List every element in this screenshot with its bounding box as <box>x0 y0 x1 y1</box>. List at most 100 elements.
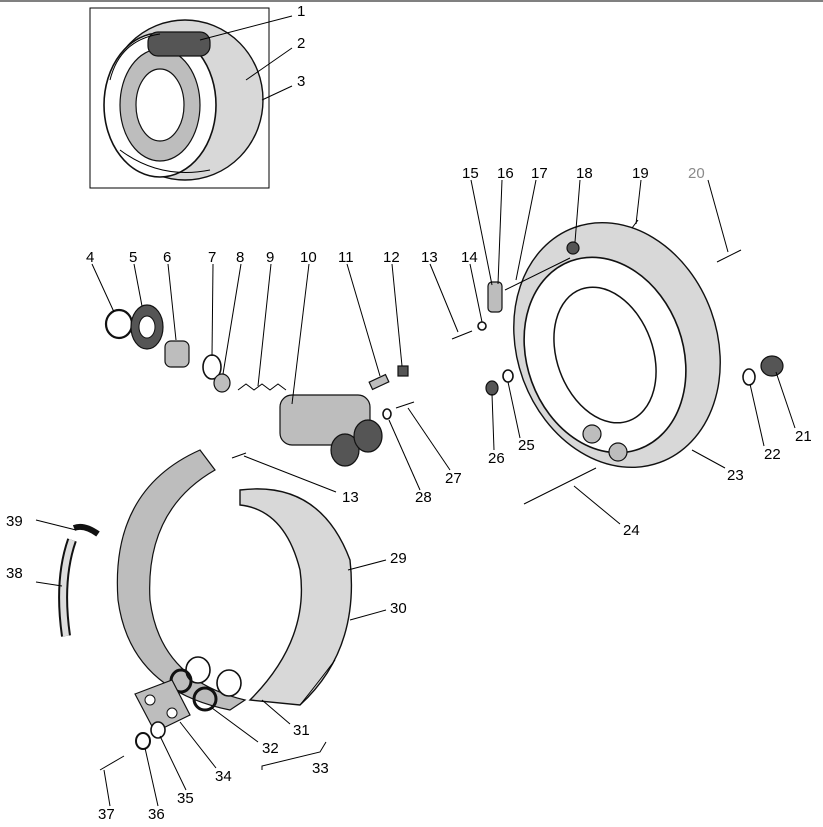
part-11-bleeder <box>368 373 390 391</box>
inset-shoe-edge-lower <box>119 149 211 173</box>
callout-3: 3 <box>297 73 305 90</box>
leader-1 <box>199 15 293 41</box>
leader-19 <box>635 179 642 225</box>
wheel-cylinder-parts <box>104 304 415 467</box>
bracket-33 <box>261 741 327 770</box>
backing-plate-assembly <box>451 219 784 505</box>
callout-14: 14 <box>461 249 478 266</box>
leader-24 <box>573 485 621 525</box>
callout-23: 23 <box>727 467 744 484</box>
callout-34: 34 <box>215 768 232 785</box>
leader-25 <box>507 381 521 439</box>
part-36-spring-washer <box>135 732 151 750</box>
callout-25: 25 <box>518 437 535 454</box>
part-29-lining <box>239 488 353 706</box>
leader-27 <box>407 407 451 471</box>
callout-19: 19 <box>632 165 649 182</box>
leader-2 <box>245 47 293 81</box>
part-12-cap <box>397 365 409 377</box>
leader-28 <box>388 419 421 491</box>
callout-37: 37 <box>98 806 115 823</box>
callout-39: 39 <box>6 513 23 530</box>
leader-36 <box>144 747 159 807</box>
part-21-nut <box>760 355 784 377</box>
part-30-lining-edge <box>299 659 336 706</box>
part-24-anchor-pin <box>523 467 597 505</box>
callout-31: 31 <box>293 722 310 739</box>
callout-21: 21 <box>795 428 812 445</box>
leader-20 <box>707 179 729 253</box>
leader-12 <box>391 263 403 367</box>
callout-13-lower: 13 <box>342 489 359 506</box>
part-13-bolt-lower <box>231 452 247 459</box>
callout-33: 33 <box>312 760 329 777</box>
leader-31 <box>261 699 291 725</box>
part-17-tube <box>504 257 571 291</box>
part-19-screw <box>631 219 639 229</box>
callout-35: 35 <box>177 790 194 807</box>
part-23-center-bore <box>553 286 657 424</box>
leader-17 <box>515 179 537 281</box>
part-25-washer <box>502 369 514 383</box>
leader-38 <box>35 581 63 587</box>
assembled-brake-inset <box>89 7 270 189</box>
part-27-bolt <box>395 401 415 409</box>
callout-32: 32 <box>262 740 279 757</box>
callout-13-upper: 13 <box>421 249 438 266</box>
leader-10 <box>291 263 310 405</box>
callout-labels: 1 2 3 4 5 6 7 8 9 10 11 12 13 14 15 16 1… <box>6 3 812 823</box>
leader-35 <box>159 735 187 791</box>
part-35-washer <box>150 721 166 739</box>
callout-20: 20 <box>688 165 705 182</box>
callout-29: 29 <box>390 550 407 567</box>
part-38-hose-inner <box>60 539 75 637</box>
leader-29 <box>347 559 387 571</box>
part-34-plate <box>134 679 191 733</box>
part-31-shoe-web <box>116 449 247 711</box>
callout-24: 24 <box>623 522 640 539</box>
leader-18 <box>574 179 581 243</box>
part-20-screw <box>716 249 742 263</box>
inset-wheel-cylinder <box>147 31 211 57</box>
leader-5 <box>133 263 143 307</box>
leader-3 <box>261 85 293 101</box>
part-10-port-left <box>330 433 360 467</box>
callout-27: 27 <box>445 470 462 487</box>
part-22-lockwasher <box>742 368 756 386</box>
leader-8 <box>222 263 242 375</box>
leader-32 <box>211 707 259 743</box>
leader-6 <box>167 263 177 341</box>
part-13-bolt-top <box>451 330 473 340</box>
leader-16 <box>497 179 503 285</box>
callout-2: 2 <box>297 35 305 52</box>
leader-13a <box>429 263 459 333</box>
part-10-port-right <box>353 419 383 453</box>
plate-boss-lower-1 <box>582 424 602 444</box>
callout-16: 16 <box>497 165 514 182</box>
callout-6: 6 <box>163 249 171 266</box>
part-34-hole-1 <box>144 694 156 706</box>
callout-1: 1 <box>297 3 305 20</box>
callout-28: 28 <box>415 489 432 506</box>
inset-hub-bore <box>135 68 185 142</box>
leader-23 <box>691 449 726 469</box>
leader-21 <box>775 371 796 429</box>
part-6-piston <box>164 340 190 368</box>
plate-boss-lower-2 <box>608 442 628 462</box>
callout-11: 11 <box>338 249 354 266</box>
part-5-boot-hole <box>138 315 156 339</box>
callout-4: 4 <box>86 249 94 266</box>
callout-7: 7 <box>208 249 216 266</box>
part-26-nut <box>485 380 499 396</box>
leader-4 <box>91 263 115 313</box>
leader-14 <box>469 263 483 323</box>
part-28-washer <box>382 408 392 420</box>
leader-34 <box>179 721 217 769</box>
leader-11 <box>346 263 381 377</box>
callout-12: 12 <box>383 249 400 266</box>
leader-26 <box>491 393 495 451</box>
inset-shoe-edge <box>109 33 161 81</box>
part-16-fitting <box>487 281 503 313</box>
leader-lines <box>35 15 796 807</box>
